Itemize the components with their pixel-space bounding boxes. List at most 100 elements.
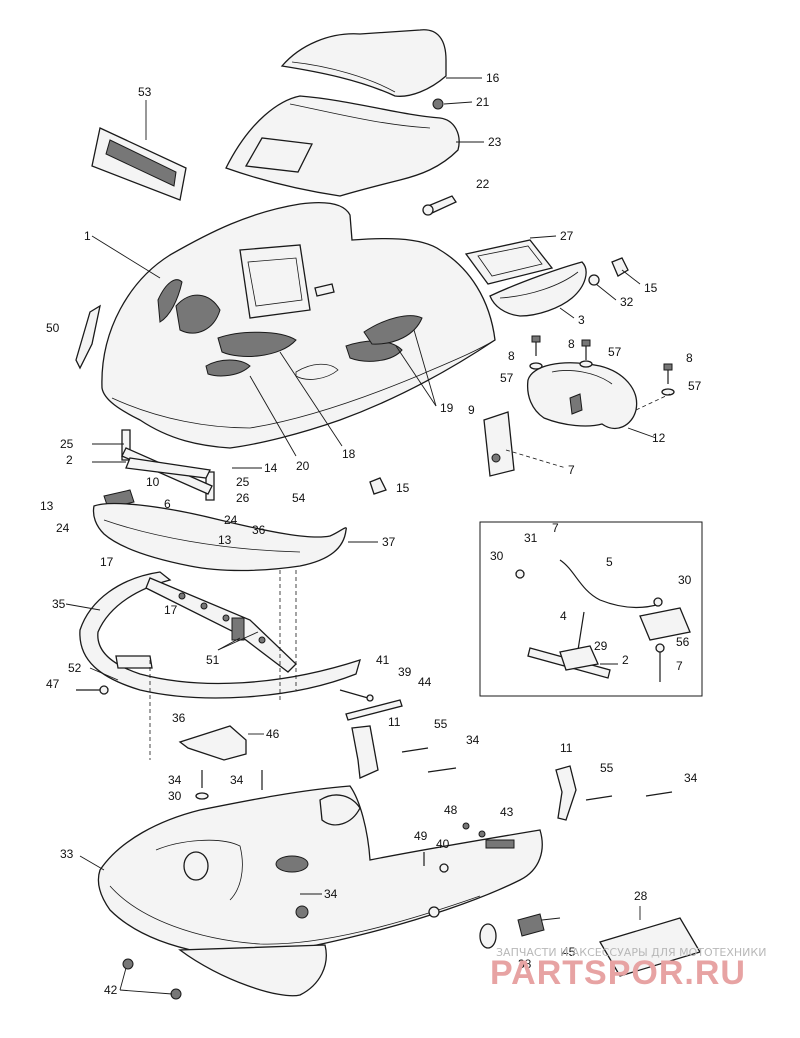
hardware-cluster [369, 257, 629, 495]
hood-part [101, 201, 496, 449]
decals-group [479, 913, 701, 977]
visor-part [225, 95, 460, 197]
watermark-caption: ЗАПЧАСТИ И АКСЕССУАРЫ ДЛЯ МОТОТЕХНИКИ [496, 946, 766, 959]
callout-52: 52 [68, 661, 82, 675]
callout-35: 35 [52, 597, 66, 611]
callout-9: 9 [468, 403, 475, 417]
callout-2: 2 [66, 453, 73, 467]
alignment-lines [149, 393, 671, 760]
bolt-set [529, 335, 675, 396]
callout-17a: 17 [100, 555, 114, 569]
callout-40: 40 [436, 837, 450, 851]
callout-25b: 25 [236, 475, 250, 489]
callout-28: 28 [634, 889, 648, 903]
callout-18: 18 [342, 447, 356, 461]
callout-19: 19 [440, 401, 454, 415]
callout-labels: 16 21 23 53 22 1 27 15 32 3 50 8 8 57 8 … [40, 71, 702, 997]
fastener-set [76, 685, 403, 779]
callout-30a: 30 [490, 549, 504, 563]
callout-8a: 8 [508, 349, 515, 363]
callout-57a: 57 [608, 345, 622, 359]
callout-48: 48 [444, 803, 458, 817]
callout-7a: 7 [568, 463, 575, 477]
callout-15b: 15 [396, 481, 410, 495]
side-cover-part [489, 261, 587, 317]
callout-15a: 15 [644, 281, 658, 295]
callout-34d: 34 [684, 771, 698, 785]
callout-21: 21 [476, 95, 490, 109]
windshield-part [280, 29, 447, 97]
callout-13b: 13 [218, 533, 232, 547]
callout-47: 47 [46, 677, 60, 691]
callout-4: 4 [560, 609, 567, 623]
watermark: ЗАПЧАСТИ И АКСЕССУАРЫ ДЛЯ МОТОТЕХНИКИ PA… [490, 946, 766, 992]
callout-32: 32 [620, 295, 634, 309]
callout-2b: 2 [622, 653, 629, 667]
callout-29: 29 [594, 639, 608, 653]
callout-42: 42 [104, 983, 118, 997]
callout-39: 39 [398, 665, 412, 679]
callout-44: 44 [418, 675, 432, 689]
callout-5: 5 [606, 555, 613, 569]
callout-34c: 34 [230, 773, 244, 787]
callout-3: 3 [578, 313, 585, 327]
callout-45: 45 [562, 945, 576, 959]
callout-7c: 7 [676, 659, 683, 673]
callout-14: 14 [264, 461, 278, 475]
callout-22: 22 [476, 177, 490, 191]
belly-pan-part [97, 785, 543, 997]
callout-57b: 57 [500, 371, 514, 385]
callout-7b: 7 [552, 521, 559, 535]
fan-shroud-part [526, 362, 638, 429]
callout-10: 10 [146, 475, 160, 489]
callout-55a: 55 [434, 717, 448, 731]
cable-inset [479, 521, 703, 697]
callout-26: 26 [236, 491, 250, 505]
callout-38: 38 [518, 957, 532, 971]
callout-24a: 24 [224, 513, 238, 527]
callout-50: 50 [46, 321, 60, 335]
callout-34e: 34 [324, 887, 338, 901]
plate-bracket-part [145, 577, 297, 673]
trim-strip-part [75, 304, 101, 370]
callout-24b: 24 [56, 521, 70, 535]
upper-bumper-part [92, 502, 347, 572]
callout-34b: 34 [168, 773, 182, 787]
callout-37: 37 [382, 535, 396, 549]
callout-46: 46 [266, 727, 280, 741]
latch-bracket-part [483, 411, 515, 477]
callout-27: 27 [560, 229, 574, 243]
watermark-brand: PARTSPOR.RU [490, 954, 746, 992]
gauge-bezel-part [464, 239, 554, 285]
callout-31: 31 [524, 531, 538, 545]
callout-36a: 36 [252, 523, 266, 537]
callout-30b: 30 [678, 573, 692, 587]
callout-57c: 57 [688, 379, 702, 393]
callout-41: 41 [376, 653, 390, 667]
vent-grille-part [91, 127, 187, 201]
callout-34a: 34 [466, 733, 480, 747]
side-latch-set [401, 747, 673, 821]
callout-33: 33 [60, 847, 74, 861]
callout-55b: 55 [600, 761, 614, 775]
callout-36b: 36 [172, 711, 186, 725]
callout-43: 43 [500, 805, 514, 819]
callout-56: 56 [676, 635, 690, 649]
callout-8b: 8 [568, 337, 575, 351]
callout-11a: 11 [388, 715, 401, 729]
callout-16: 16 [486, 71, 500, 85]
callout-12: 12 [652, 431, 666, 445]
callout-8c: 8 [686, 351, 693, 365]
nut-part [432, 98, 444, 110]
callout-6: 6 [164, 497, 171, 511]
callout-53: 53 [138, 85, 152, 99]
callout-23: 23 [488, 135, 502, 149]
callout-1: 1 [84, 229, 91, 243]
key-part [422, 195, 457, 216]
lower-bumper-part [79, 571, 361, 699]
callout-30c: 30 [168, 789, 182, 803]
callout-51: 51 [206, 653, 220, 667]
leader-lines [65, 77, 657, 995]
